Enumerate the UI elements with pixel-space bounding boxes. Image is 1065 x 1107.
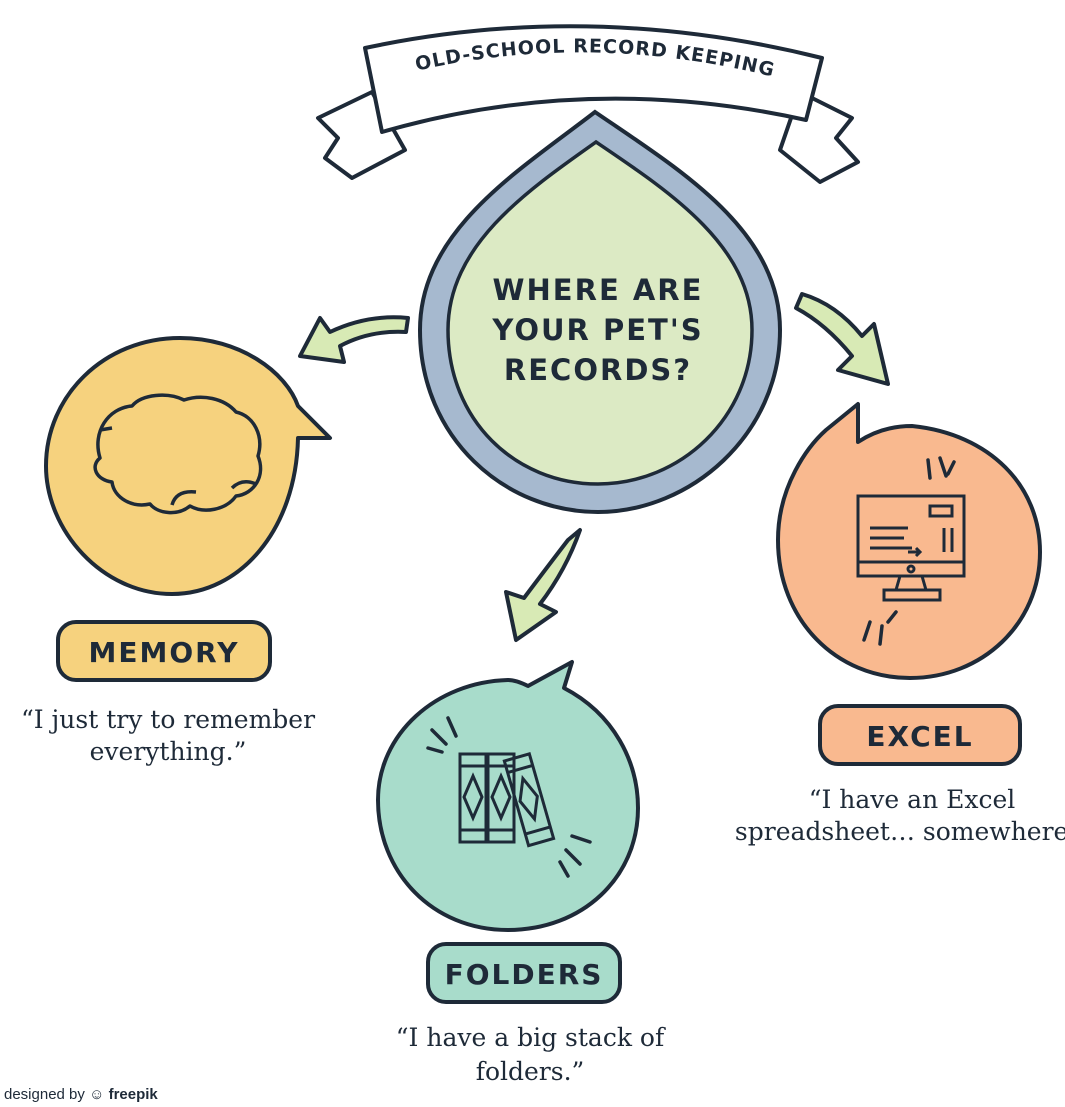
excel-quote-line-2: spreadsheet… somewhere.” xyxy=(735,817,1065,846)
folders-quote-line-2: folders.” xyxy=(476,1057,585,1086)
memory-bubble xyxy=(44,336,332,596)
memory-quote-line-1: “I just try to remember xyxy=(21,705,315,734)
freepik-logo-icon: ☺ xyxy=(89,1086,105,1103)
motion-lines-icon xyxy=(426,716,592,878)
excel-label: EXCEL xyxy=(866,720,973,753)
motion-lines-icon xyxy=(862,456,956,646)
memory-label-pill: MEMORY xyxy=(56,620,272,682)
title-banner: OLD-SCHOOL RECORD KEEPING xyxy=(316,24,860,184)
excel-quote-line-1: “I have an Excel xyxy=(809,785,1016,814)
excel-label-pill: EXCEL xyxy=(818,704,1022,766)
credit-prefix: designed by xyxy=(4,1086,85,1103)
freepik-credit[interactable]: designed by ☺ freepik xyxy=(4,1086,158,1103)
brain-icon xyxy=(93,393,263,515)
memory-label: MEMORY xyxy=(89,636,240,669)
arrow-to-folders xyxy=(504,528,582,642)
books-icon xyxy=(458,751,556,848)
center-line-3: RECORDS? xyxy=(504,353,692,387)
center-line-2: YOUR PET'S xyxy=(491,313,703,347)
arrow-to-excel xyxy=(794,292,890,386)
folders-label: FOLDERS xyxy=(445,958,604,991)
folders-bubble xyxy=(376,660,640,932)
center-line-1: WHERE ARE xyxy=(493,273,704,307)
folders-quote-line-1: “I have a big stack of xyxy=(396,1023,666,1052)
folders-label-pill: FOLDERS xyxy=(426,942,622,1004)
memory-quote-line-2: everything.” xyxy=(90,737,247,766)
center-drop: WHERE ARE YOUR PET'S RECORDS? xyxy=(417,109,783,515)
excel-bubble xyxy=(776,402,1042,680)
credit-brand: freepik xyxy=(108,1086,158,1103)
arrow-to-memory xyxy=(298,315,410,364)
computer-icon xyxy=(856,494,966,602)
